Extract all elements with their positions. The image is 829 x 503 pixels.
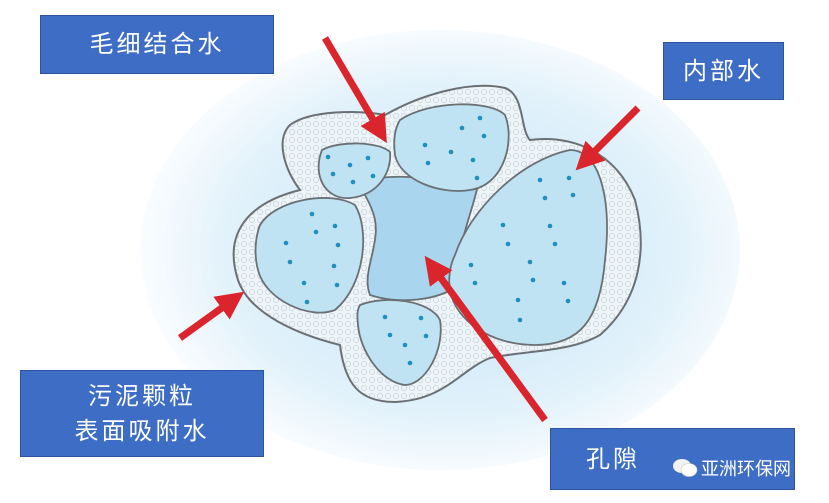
label-text: 孔隙 [586,444,640,473]
label-capillary-water: 毛细结合水 [40,15,274,74]
particle [356,299,442,386]
label-surface-adsorbed-water: 污泥颗粒 表面吸附水 [20,370,264,457]
particle [393,103,510,192]
label-internal-water: 内部水 [663,42,784,100]
label-text-line2: 表面吸附水 [74,416,210,445]
arrow-capillary [321,36,387,144]
arrows [177,36,641,423]
arrow-internal [575,105,641,171]
label-text: 毛细结合水 [89,30,225,59]
wechat-icon [672,458,698,478]
watermark-text: 亚洲环保网 [701,459,791,480]
label-pore-water: 孔隙 [550,428,795,490]
water-dots [283,115,576,366]
particle [317,142,392,199]
arrow-surface [177,291,245,341]
watermark: 亚洲环保网 [672,455,791,481]
arrow-pore [424,255,548,423]
label-text-line1: 污泥颗粒 [88,381,196,410]
label-text: 内部水 [683,56,764,85]
